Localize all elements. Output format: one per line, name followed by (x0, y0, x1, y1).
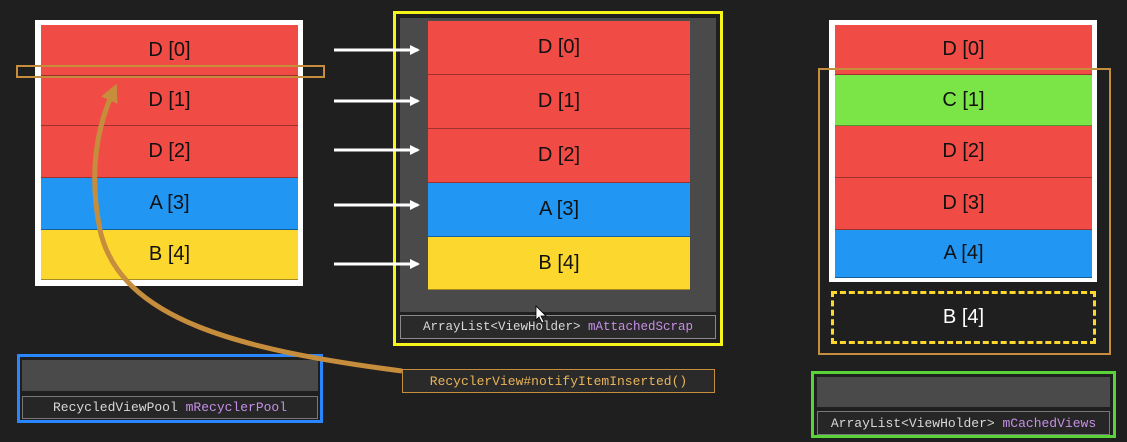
attached-scrap-highlight (393, 11, 723, 346)
recycler-pool-type: RecycledViewPool (52, 400, 178, 415)
recycler-pool-highlight (17, 354, 323, 423)
recycler-pool-panel (22, 360, 318, 391)
cached-views-panel (817, 377, 1110, 407)
attached-scrap-item-0: D [0] (428, 21, 690, 75)
cached-views-outline (818, 68, 1111, 355)
notify-curve-arrow (92, 83, 403, 374)
pending-item-box: B [4] (831, 291, 1096, 344)
cached-views-caption: ArrayList<ViewHolder> mCachedViews (817, 411, 1110, 435)
right-list-item-0: D [0] (835, 25, 1092, 75)
attached-scrap-item-3: A [3] (428, 183, 690, 237)
right-list-item-2: D [2] (835, 126, 1092, 178)
left-list-item-4: B [4] (41, 230, 298, 280)
right-list-item-4: A [4] (835, 230, 1092, 278)
moved-item-highlight (16, 65, 325, 78)
notify-item-inserted-label: RecyclerView#notifyItemInserted() (402, 369, 715, 393)
left-list-item-0: D [0] (41, 25, 298, 76)
cached-views-name: mCachedViews (1002, 415, 1097, 431)
cached-views-type: ArrayList<ViewHolder> (830, 415, 995, 431)
right-list-item-3: D [3] (835, 178, 1092, 230)
cached-views-highlight (811, 371, 1116, 438)
attached-scrap-caption-type: ArrayList<ViewHolder> (422, 320, 581, 334)
attached-scrap-item-1: D [1] (428, 75, 690, 129)
left-list-item-1: D [1] (41, 76, 298, 126)
mouse-cursor-icon (535, 305, 547, 324)
attached-scrap-item-4: B [4] (428, 237, 690, 290)
right-list-item-1: C [1] (835, 75, 1092, 126)
recycler-pool-name: mRecyclerPool (185, 400, 288, 415)
attached-scrap-item-2: D [2] (428, 129, 690, 183)
left-list-item-2: D [2] (41, 126, 298, 178)
recycler-pool-caption: RecycledViewPool mRecyclerPool (22, 396, 318, 419)
attached-scrap-caption-name: mAttachedScrap (588, 320, 694, 334)
attached-scrap-caption: ArrayList<ViewHolder> mAttachedScrap (400, 315, 716, 339)
pending-item-label: B [4] (942, 306, 985, 328)
left-list-item-3: A [3] (41, 178, 298, 230)
